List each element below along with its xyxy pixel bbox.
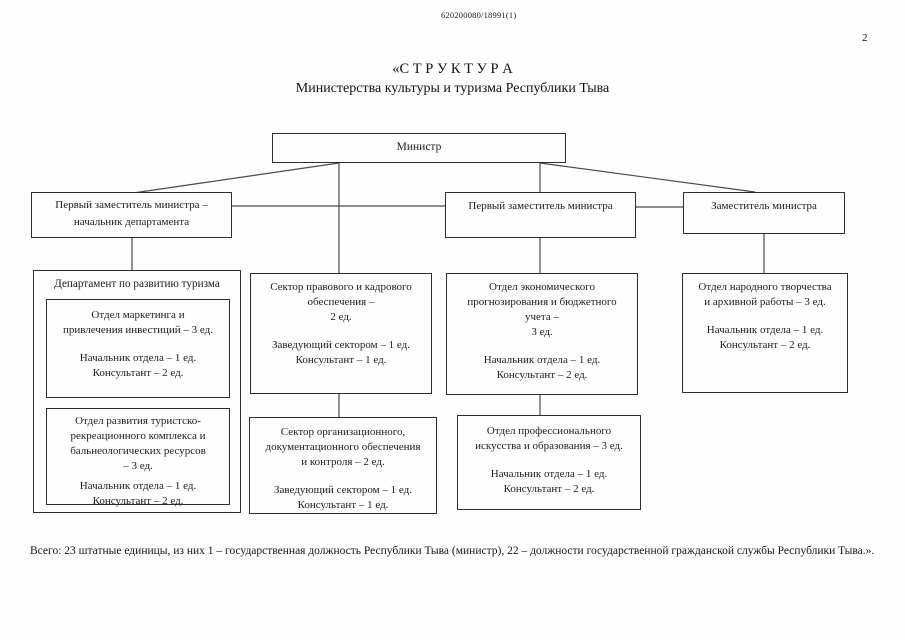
box-text: прогнозирования и бюджетного <box>467 296 617 308</box>
box-text: Отдел маркетинга и <box>91 309 185 321</box>
blank-line <box>683 310 847 323</box>
chart-title: «С Т Р У К Т У Р А <box>392 61 513 77</box>
blank-line <box>447 340 637 353</box>
blank-line <box>458 454 640 467</box>
org-box-art-education-unit: Отдел профессионального искусства и обра… <box>457 415 641 510</box>
staff-text: Консультант – 2 ед. <box>92 367 184 379</box>
staff-text: Начальник отдела – 1 ед. <box>79 352 197 364</box>
box-text: Отдел профессионального <box>486 425 612 437</box>
box-text: и контроля – 2 ед. <box>301 456 385 468</box>
box-text: Заместитель министра <box>711 200 817 212</box>
staff-text: Заведующий сектором – 1 ед. <box>272 339 410 351</box>
org-box-deputy: Заместитель министра <box>683 192 845 234</box>
staff-text: Консультант – 1 ед. <box>295 354 387 366</box>
box-text: обеспечения – <box>307 296 375 308</box>
connector-minister-deputy1 <box>132 162 340 194</box>
chart-subtitle: Министерства культуры и туризма Республи… <box>295 81 610 96</box>
staff-text: Начальник отдела – 1 ед. <box>490 468 608 480</box>
box-text: Отдел развития туристско- <box>75 415 201 427</box>
staff-text: Консультант – 2 ед. <box>92 495 184 507</box>
org-box-org-sector: Сектор организационного, документационно… <box>249 417 437 514</box>
box-text: искусства и образования – 3 ед. <box>475 440 623 452</box>
org-box-economic-unit: Отдел экономического прогнозирования и б… <box>446 273 638 395</box>
org-box-first-deputy: Первый заместитель министра <box>445 192 636 238</box>
staffing-total-text: Всего: 23 штатные единицы, из них 1 – го… <box>30 545 875 557</box>
org-box-minister: Министр <box>272 133 566 163</box>
doc-number: 620200080/18991(1) <box>441 10 517 20</box>
org-box-legal-sector: Сектор правового и кадрового обеспечения… <box>250 273 432 394</box>
blank-line <box>250 470 436 483</box>
org-box-marketing-unit: Отдел маркетинга и привлечения инвестици… <box>46 299 230 398</box>
staff-text: Консультант – 2 ед. <box>503 483 595 495</box>
staff-text: Начальник отдела – 1 ед. <box>79 480 197 492</box>
box-text: Первый заместитель министра <box>468 200 613 212</box>
box-text: рекреационного комплекса и <box>70 430 206 442</box>
box-text: 2 ед. <box>330 311 352 323</box>
page-number: 2 <box>862 32 868 44</box>
connector-minister-deputy3 <box>539 162 756 193</box>
org-box-resort-unit: Отдел развития туристско- рекреационного… <box>46 408 230 507</box>
box-text: и архивной работы – 3 ед. <box>704 296 826 308</box>
box-text: начальник департамента <box>73 216 190 228</box>
blank-line <box>251 325 431 338</box>
box-text: документационного обеспечения <box>265 441 421 453</box>
box-text: Сектор организационного, <box>280 426 406 438</box>
box-text: учета – <box>525 311 559 323</box>
box-text: бальнеологических ресурсов <box>70 445 206 457</box>
department-title: Департамент по развитию туризма <box>54 278 220 290</box>
box-text: – 3 ед. <box>123 460 153 472</box>
box-text: привлечения инвестиций – 3 ед. <box>62 324 214 336</box>
staff-text: Консультант – 1 ед. <box>297 499 389 511</box>
org-box-first-deputy-head: Первый заместитель министра – начальник … <box>31 192 232 238</box>
box-text: Отдел экономического <box>489 281 595 293</box>
staff-text: Начальник отдела – 1 ед. <box>483 354 601 366</box>
box-text: Отдел народного творчества <box>698 281 832 293</box>
staff-text: Консультант – 2 ед. <box>719 339 811 351</box>
staff-text: Начальник отдела – 1 ед. <box>706 324 824 336</box>
staff-text: Заведующий сектором – 1 ед. <box>274 484 412 496</box>
box-text: Министр <box>396 141 442 153</box>
box-text: 3 ед. <box>531 326 553 338</box>
blank-line <box>47 338 229 351</box>
box-text: Первый заместитель министра – <box>55 199 208 211</box>
staff-text: Консультант – 2 ед. <box>496 369 588 381</box>
box-text: Сектор правового и кадрового <box>270 281 412 293</box>
org-box-folk-art-unit: Отдел народного творчества и архивной ра… <box>682 273 848 393</box>
